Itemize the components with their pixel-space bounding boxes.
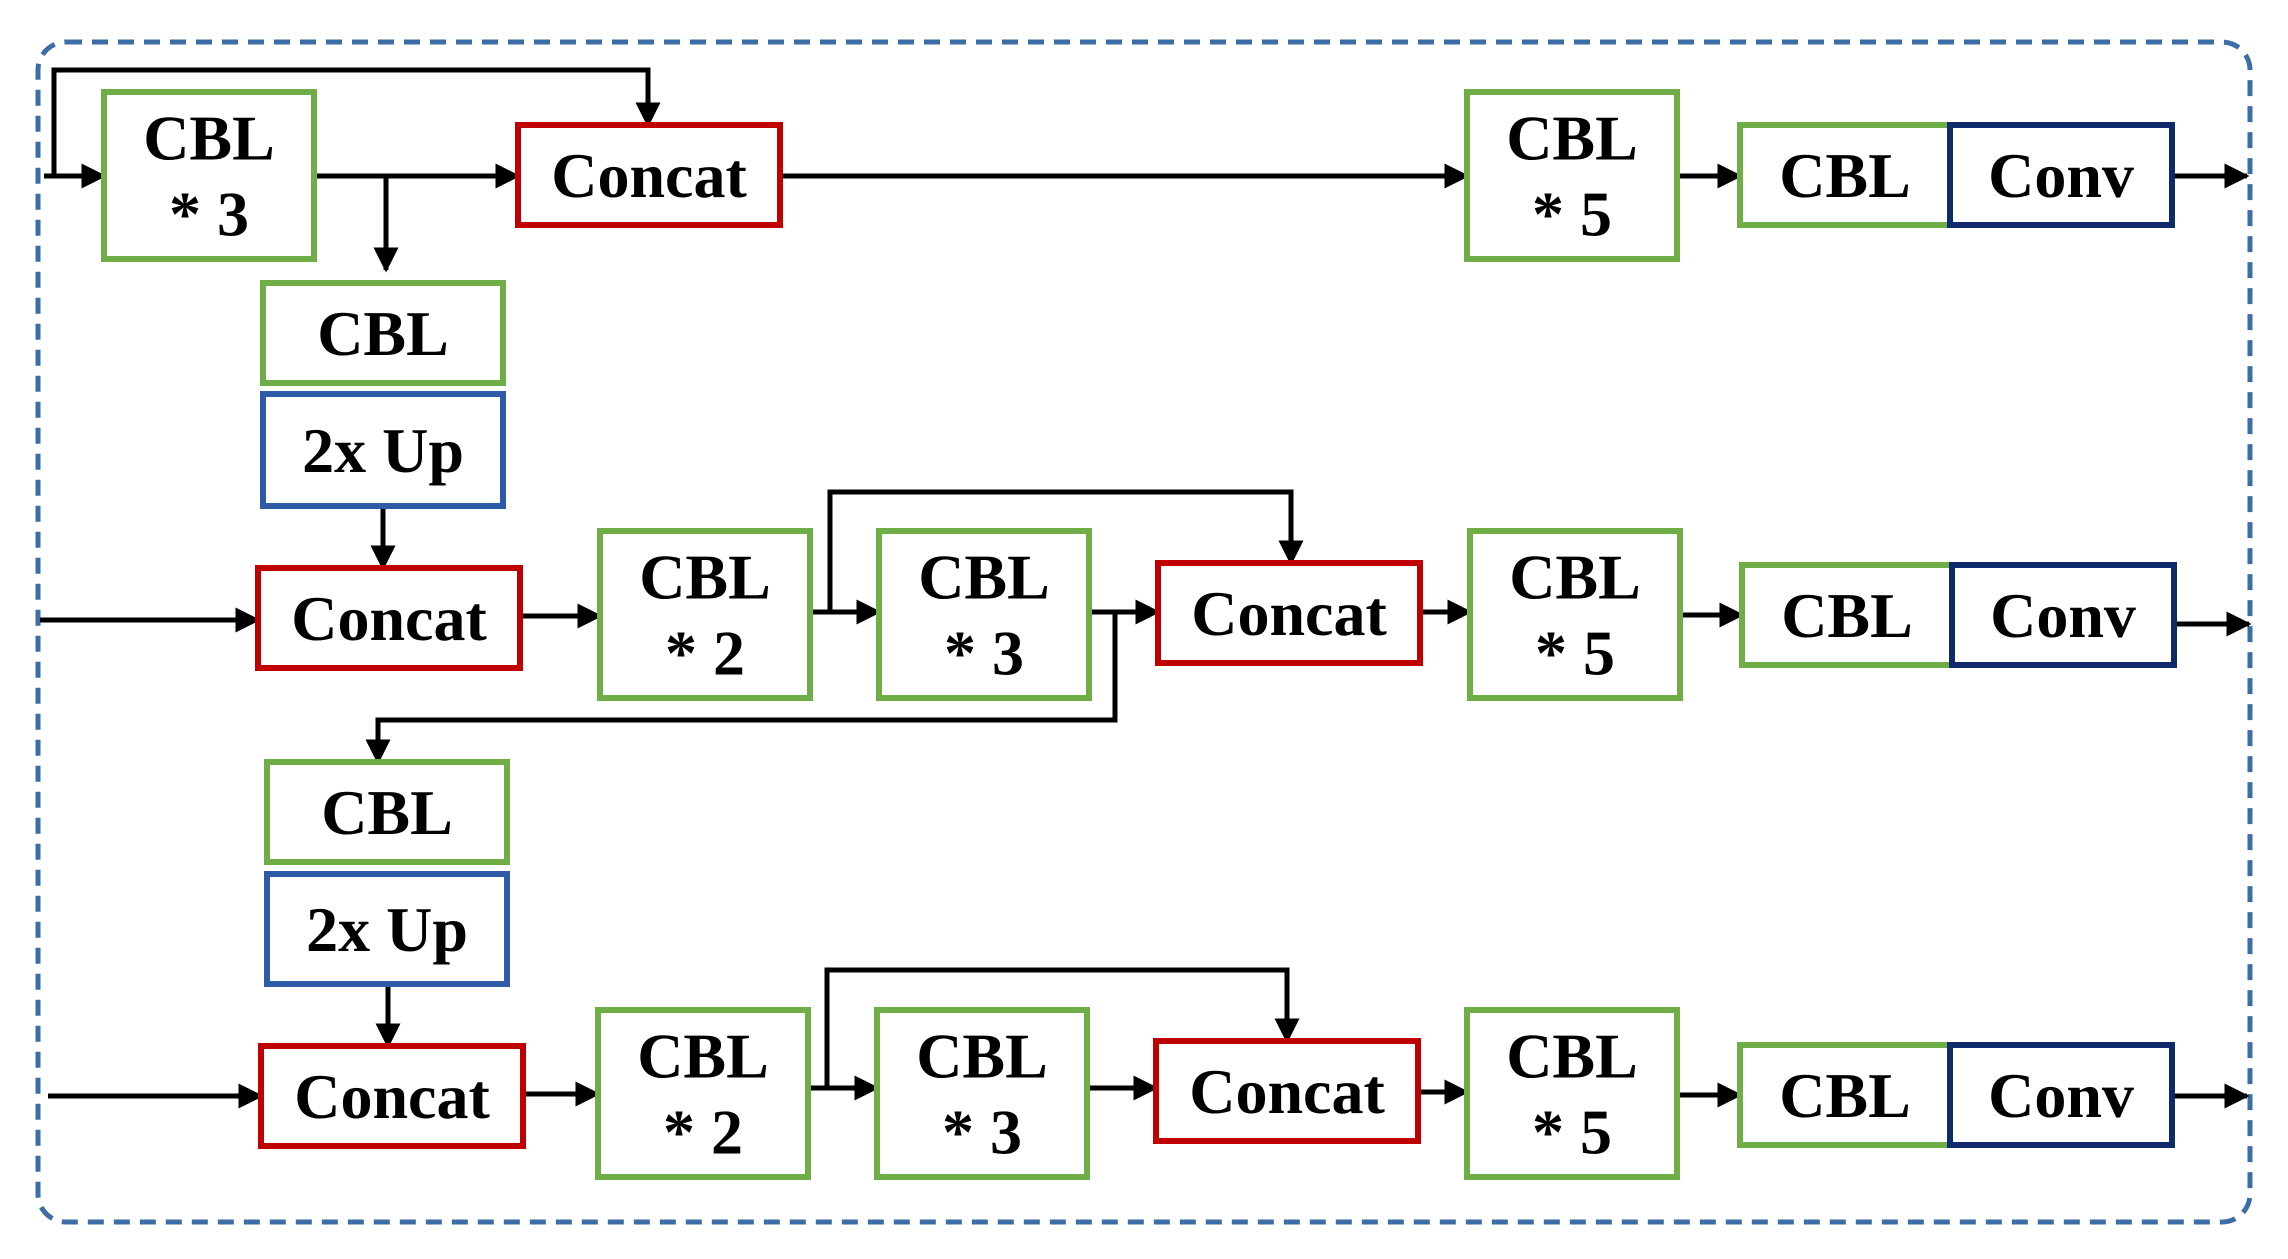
connectors [40, 67, 2252, 1109]
block-label: * 3 [944, 618, 1024, 689]
block-label: Concat [294, 1061, 490, 1132]
block-label: CBL [1779, 140, 1911, 211]
block-label: Conv [1990, 580, 2136, 651]
cbl-block: CBL* 3 [876, 528, 1092, 701]
cbl-block-border [1739, 562, 1955, 668]
cbl-block-border [264, 759, 510, 865]
cbl-block: CBL* 5 [1464, 1007, 1680, 1180]
arrow-connector [824, 967, 1300, 1088]
block-label: CBL [1509, 542, 1641, 613]
up-block: 2x Up [264, 871, 510, 987]
cbl-block: CBL [1737, 122, 1953, 228]
cbl-block: CBL* 5 [1467, 528, 1683, 701]
conv-block-border [1947, 1042, 2175, 1148]
block-label: * 3 [169, 179, 249, 250]
block-label: CBL [1506, 103, 1638, 174]
block-label: Concat [291, 583, 487, 654]
cbl-block: CBL [264, 759, 510, 865]
arrow-connector [51, 67, 661, 176]
block-label: * 3 [942, 1097, 1022, 1168]
cbl-block: CBL* 2 [595, 1007, 811, 1180]
cbl-block: CBL [1737, 1042, 1953, 1148]
block-label: * 5 [1535, 618, 1615, 689]
cbl-block: CBL [260, 280, 506, 386]
cbl-block-border [1464, 1007, 1680, 1180]
concat-block-border [1155, 560, 1423, 666]
block-label: Conv [1988, 1060, 2134, 1131]
concat-block: Concat [255, 565, 523, 671]
concat-block-border [255, 565, 523, 671]
concat-block: Concat [515, 122, 783, 228]
cbl-block: CBL* 3 [874, 1007, 1090, 1180]
block-label: * 5 [1532, 1097, 1612, 1168]
cbl-block-border [260, 280, 506, 386]
up-block-border [260, 391, 506, 509]
concat-block-border [515, 122, 783, 228]
block-label: CBL [918, 542, 1050, 613]
conv-block-border [1949, 562, 2177, 668]
cbl-block-border [101, 89, 317, 262]
cbl-block: CBL* 3 [101, 89, 317, 262]
block-label: * 2 [663, 1097, 743, 1168]
block-label: CBL [1506, 1021, 1638, 1092]
cbl-block: CBL [1739, 562, 1955, 668]
block-label: CBL [321, 777, 453, 848]
conv-block: Conv [1947, 1042, 2175, 1148]
arrow-connector [365, 612, 1118, 765]
block-label: * 5 [1532, 179, 1612, 250]
cbl-block-border [1464, 89, 1680, 262]
block-label: Concat [1191, 578, 1387, 649]
concat-block-border [258, 1043, 526, 1149]
concat-block: Concat [1155, 560, 1423, 666]
conv-block-border [1947, 122, 2175, 228]
cbl-block-border [597, 528, 813, 701]
concat-block-border [1153, 1038, 1421, 1144]
block-label: CBL [1781, 580, 1913, 651]
cbl-block-border [876, 528, 1092, 701]
up-block-border [264, 871, 510, 987]
block-label: CBL [143, 103, 275, 174]
block-label: CBL [317, 298, 449, 369]
block-label: CBL [639, 542, 771, 613]
block-label: CBL [916, 1021, 1048, 1092]
block-label: 2x Up [306, 894, 468, 965]
block-label: Concat [551, 140, 747, 211]
cbl-block-border [595, 1007, 811, 1180]
concat-block: Concat [1153, 1038, 1421, 1144]
concat-block: Concat [258, 1043, 526, 1149]
block-label: CBL [1779, 1060, 1911, 1131]
block-label: 2x Up [302, 415, 464, 486]
block-label: CBL [637, 1021, 769, 1092]
cbl-block-border [874, 1007, 1090, 1180]
conv-block: Conv [1947, 122, 2175, 228]
cbl-block-border [1467, 528, 1683, 701]
cbl-block: CBL* 2 [597, 528, 813, 701]
up-block: 2x Up [260, 391, 506, 509]
cbl-block: CBL* 5 [1464, 89, 1680, 262]
conv-block: Conv [1949, 562, 2177, 668]
arrow-connector [827, 489, 1304, 612]
block-label: * 2 [665, 618, 745, 689]
block-label: Concat [1189, 1056, 1385, 1127]
block-label: Conv [1988, 140, 2134, 211]
